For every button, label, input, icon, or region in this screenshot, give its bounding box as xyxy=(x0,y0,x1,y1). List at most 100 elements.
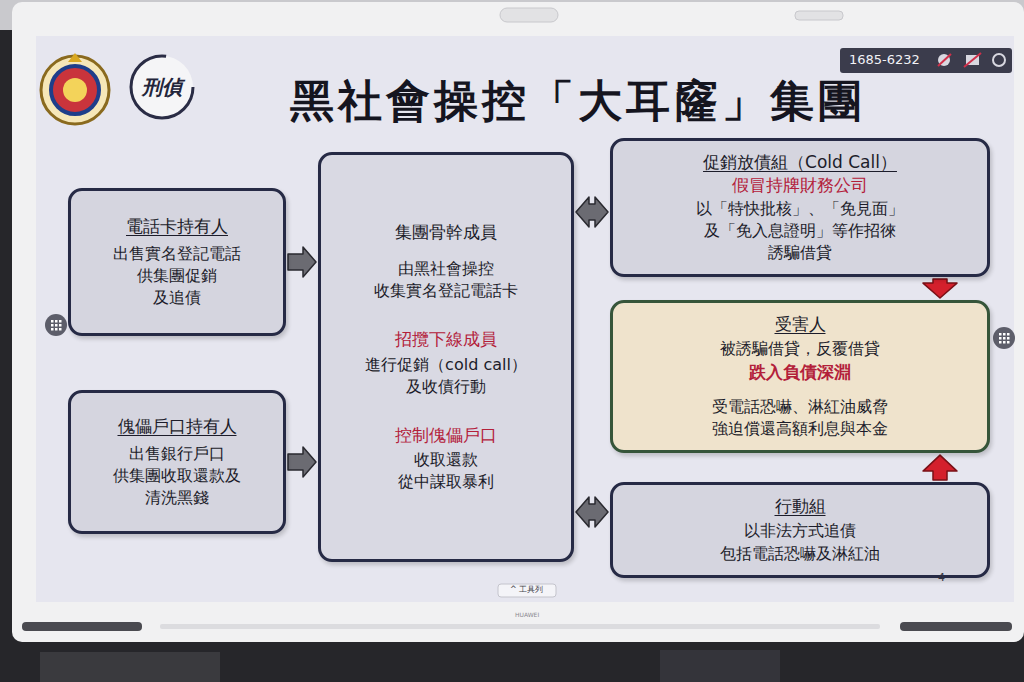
box-text: 出售銀行戶口 供集團收取還款及 清洗黑錢 xyxy=(113,443,241,509)
mic-icon xyxy=(938,54,950,66)
dot xyxy=(55,324,58,327)
text-line: 集團骨幹成員 xyxy=(395,221,497,244)
dot xyxy=(51,324,54,327)
text-line: 出售實名登記電話 xyxy=(113,243,241,265)
police-badge-core xyxy=(51,66,99,114)
box-heading: 電話卡持有人 xyxy=(126,215,228,238)
text-line: 進行促銷（cold call） xyxy=(365,354,527,376)
camera-housing xyxy=(500,8,558,22)
bezel-bar xyxy=(900,622,1012,631)
box-text: 出售實名登記電話 供集團促銷 及追債 xyxy=(113,243,241,309)
dot xyxy=(1003,333,1006,336)
text-line: 及追債 xyxy=(113,287,241,309)
text-line: 受害人 xyxy=(775,313,826,336)
box-text: 假冒持牌財務公司 xyxy=(732,174,868,197)
dot xyxy=(59,320,62,323)
dot xyxy=(1003,337,1006,340)
monitor-bezel xyxy=(12,2,1024,642)
toolbar-tab xyxy=(498,584,556,597)
dot xyxy=(1007,333,1010,336)
dot xyxy=(51,328,54,331)
box-heading: 受害人 xyxy=(775,313,826,336)
page-number: 4 xyxy=(938,572,945,584)
stand xyxy=(40,652,220,682)
police-badge-crown xyxy=(68,53,82,62)
dot xyxy=(999,337,1002,340)
bezel-strip xyxy=(160,624,880,629)
text-line: 招攬下線成員 xyxy=(395,328,497,351)
box-text: 以非法方式追債 包括電話恐嚇及淋紅油 xyxy=(720,520,880,564)
camera-mute-line xyxy=(964,53,981,67)
box-text: 受電話恐嚇、淋紅油威脅 強迫償還高額利息與本金 xyxy=(712,396,888,440)
text-line: 誘騙借貸 xyxy=(696,242,904,264)
dot xyxy=(59,328,62,331)
box-text: 進行促銷（cold call） 及收債行動 xyxy=(365,354,527,398)
logo-text: 刑偵 xyxy=(142,76,182,98)
box-heading: 行動組 xyxy=(775,495,826,518)
text-line: 假冒持牌財務公司 xyxy=(732,174,868,197)
core-box: 集團骨幹成員由黑社會操控 收集實名登記電話卡招攬下線成員進行促銷（cold ca… xyxy=(318,152,574,562)
box-text: 控制傀儡戶口 xyxy=(395,424,497,447)
text-line: 電話卡持有人 xyxy=(126,215,228,238)
dot xyxy=(59,324,62,327)
meeting-id: 1685-6232 xyxy=(849,53,920,67)
text-line: 受電話恐嚇、淋紅油威脅 xyxy=(712,396,888,418)
text-line: 強迫償還高額利息與本金 xyxy=(712,418,888,440)
toolbar-label: ^ 工具列 xyxy=(510,586,543,595)
box-text: 跌入負債深淵 xyxy=(749,361,851,384)
text-line: 供集團收取還款及 xyxy=(113,465,241,487)
text-line: 收取還款 xyxy=(398,449,494,471)
box-text: 以「特快批核」、「免見面」 及「免入息證明」等作招徠 誘騙借貸 xyxy=(696,198,904,264)
text-line: 包括電話恐嚇及淋紅油 xyxy=(720,543,880,565)
mic-mute-line xyxy=(938,54,951,66)
text-line: 跌入負債深淵 xyxy=(749,361,851,384)
text-line: 及「免入息證明」等作招徠 xyxy=(696,220,904,242)
box-text: 招攬下線成員 xyxy=(395,328,497,351)
dot xyxy=(55,328,58,331)
slide-title: 黑社會操控「大耳窿」集團 xyxy=(290,72,866,131)
cid-logo-ring xyxy=(131,56,193,118)
box-heading: 傀儡戶口持有人 xyxy=(118,415,237,438)
text-line: 以「特快批核」、「免見面」 xyxy=(696,198,904,220)
box-text: 被誘騙借貸，反覆借貸 xyxy=(720,338,880,360)
side-handle xyxy=(45,314,67,336)
text-line: 從中謀取暴利 xyxy=(398,471,494,493)
dot xyxy=(51,320,54,323)
brand-mark: HUAWEI xyxy=(515,612,539,619)
text-line: 控制傀儡戶口 xyxy=(395,424,497,447)
team-box: 促銷放債組（Cold Call）假冒持牌財務公司以「特快批核」、「免見面」 及「… xyxy=(610,138,990,277)
dot xyxy=(55,320,58,323)
box-text: 由黑社會操控 收集實名登記電話卡 xyxy=(374,258,518,302)
dot xyxy=(1007,341,1010,344)
globe-icon xyxy=(993,54,1005,66)
bezel-bar xyxy=(22,622,142,631)
victim-box: 受害人被誘騙借貸，反覆借貸跌入負債深淵受電話恐嚇、淋紅油威脅 強迫償還高額利息與… xyxy=(610,300,990,453)
text-line: 由黑社會操控 xyxy=(374,258,518,280)
dot xyxy=(999,333,1002,336)
block-arrow xyxy=(576,497,608,527)
stand xyxy=(660,650,780,682)
text-line: 以非法方式追債 xyxy=(720,520,880,542)
team-box: 行動組以非法方式追債 包括電話恐嚇及淋紅油 xyxy=(610,482,990,578)
side-handle xyxy=(993,327,1015,349)
box-heading: 促銷放債組（Cold Call） xyxy=(703,151,897,174)
source-box: 傀儡戶口持有人出售銀行戶口 供集團收取還款及 清洗黑錢 xyxy=(68,390,286,534)
box-heading: 集團骨幹成員 xyxy=(395,221,497,244)
text-line: 清洗黑錢 xyxy=(113,487,241,509)
block-arrow xyxy=(576,197,608,227)
police-badge xyxy=(41,56,109,124)
text-line: 供集團促銷 xyxy=(113,265,241,287)
text-line: 促銷放債組（Cold Call） xyxy=(703,151,897,174)
text-line: 收集實名登記電話卡 xyxy=(374,280,518,302)
text-line: 出售銀行戶口 xyxy=(113,443,241,465)
text-line: 被誘騙借貸，反覆借貸 xyxy=(720,338,880,360)
police-badge-center xyxy=(63,78,87,102)
text-line: 行動組 xyxy=(775,495,826,518)
block-arrow xyxy=(288,447,316,477)
source-box: 電話卡持有人出售實名登記電話 供集團促銷 及追債 xyxy=(68,188,286,336)
box-text: 收取還款 從中謀取暴利 xyxy=(398,449,494,493)
screen xyxy=(36,36,1014,602)
text-line: 傀儡戶口持有人 xyxy=(118,415,237,438)
sensor xyxy=(795,11,843,20)
